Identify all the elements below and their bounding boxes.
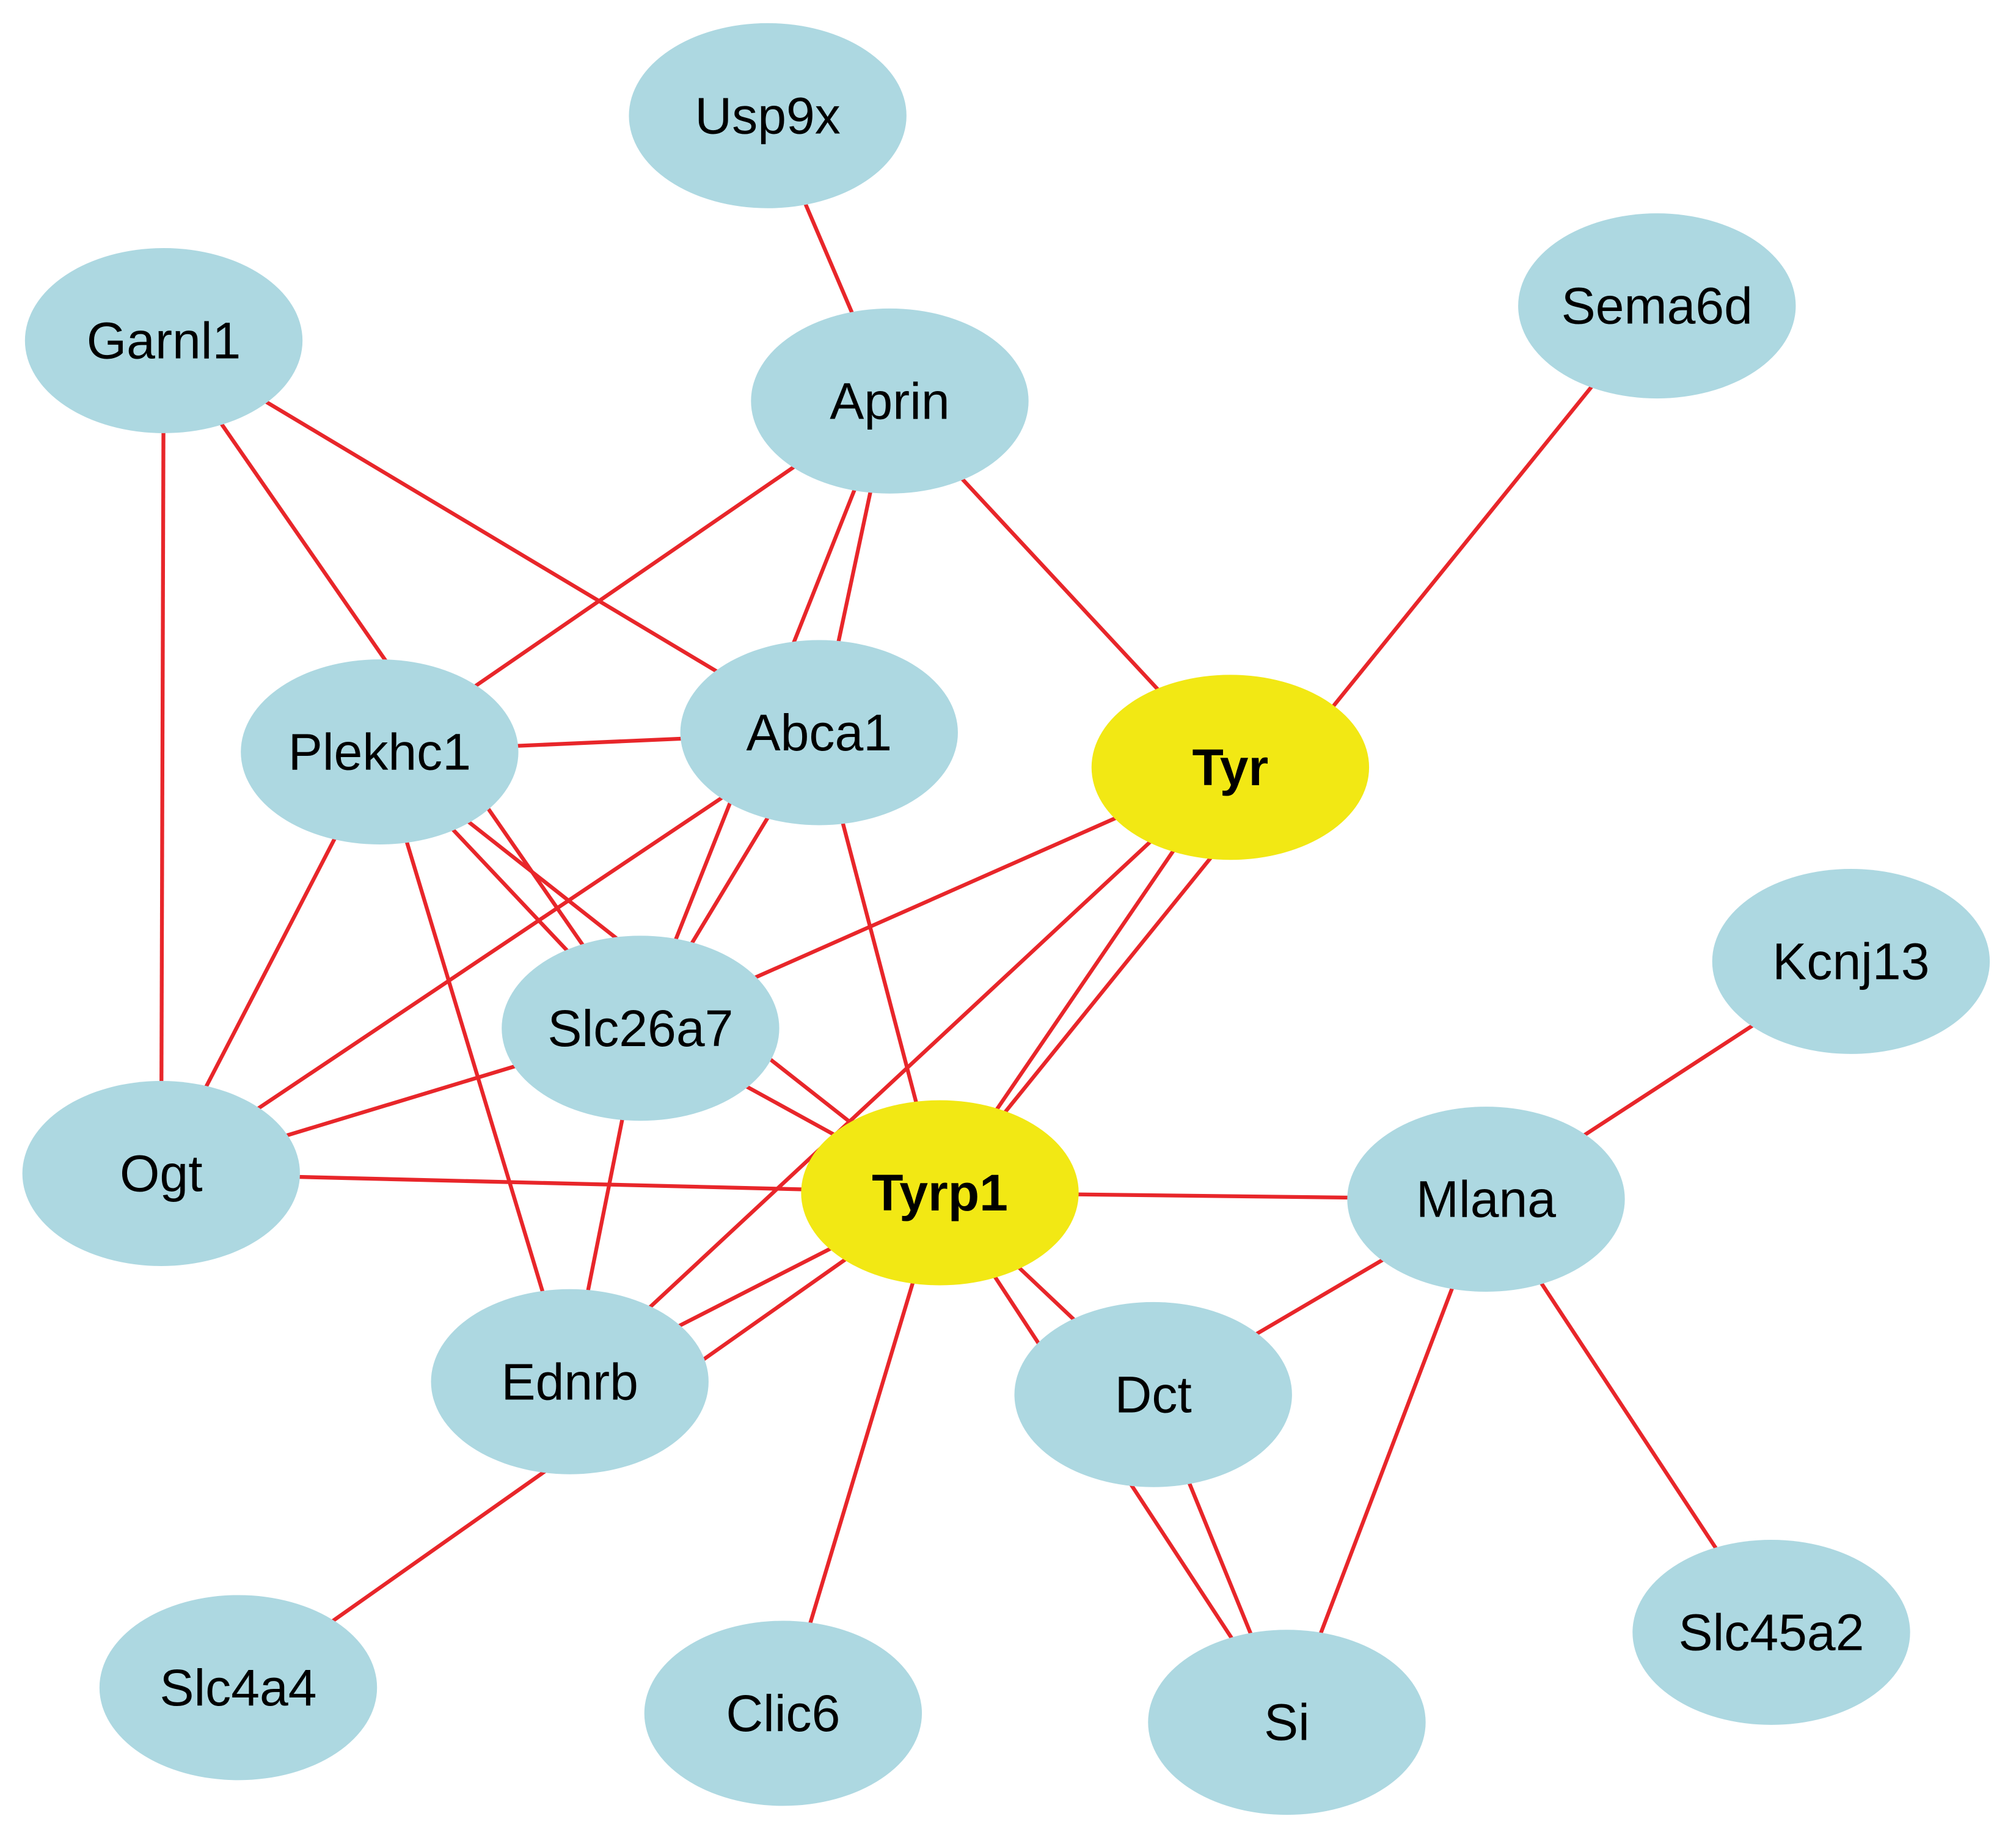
node-label: Aprin xyxy=(830,372,949,430)
node-label: Abca1 xyxy=(747,704,893,761)
node-ellipse xyxy=(22,1081,300,1266)
edge-plekhc1-ednrb xyxy=(378,751,572,1383)
node-label: Garnl1 xyxy=(87,312,241,369)
node-mlana[interactable]: Mlana xyxy=(1347,1107,1625,1292)
node-slc26a7[interactable]: Slc26a7 xyxy=(502,935,780,1121)
node-ellipse xyxy=(24,247,303,433)
node-label: Slc45a2 xyxy=(1678,1603,1864,1661)
node-si[interactable]: Si xyxy=(1148,1630,1426,1815)
edge-tyr-ednrb xyxy=(568,766,1232,1383)
node-ellipse xyxy=(1632,1539,1910,1725)
node-ellipse xyxy=(751,308,1029,494)
node-sema6d[interactable]: Sema6d xyxy=(1518,213,1796,399)
edge-garnl1-ogt xyxy=(159,340,166,1174)
edge-abca1-ogt xyxy=(160,731,820,1176)
node-ellipse xyxy=(1091,675,1370,860)
node-ellipse xyxy=(1014,1302,1292,1487)
node-label: Tyrp1 xyxy=(872,1164,1008,1221)
node-ellipse xyxy=(801,1100,1079,1286)
node-ellipse xyxy=(1518,213,1796,399)
node-label: Si xyxy=(1264,1694,1310,1751)
node-ellipse xyxy=(644,1620,922,1806)
node-tyr[interactable]: Tyr xyxy=(1091,675,1370,860)
node-garnl1[interactable]: Garnl1 xyxy=(24,247,303,433)
node-ellipse xyxy=(1712,868,1990,1054)
node-clic6[interactable]: Clic6 xyxy=(644,1620,922,1806)
node-slc45a2[interactable]: Slc45a2 xyxy=(1632,1539,1910,1725)
node-ellipse xyxy=(1148,1630,1426,1815)
node-label: Sema6d xyxy=(1561,277,1753,335)
edge-garnl1-abca1 xyxy=(163,339,820,734)
node-label: Mlana xyxy=(1416,1171,1556,1228)
node-ednrb[interactable]: Ednrb xyxy=(431,1289,709,1474)
node-dct[interactable]: Dct xyxy=(1014,1302,1292,1487)
node-ellipse xyxy=(502,935,780,1121)
node-plekhc1[interactable]: Plekhc1 xyxy=(241,659,519,844)
node-label: Dct xyxy=(1115,1366,1192,1423)
node-ellipse xyxy=(680,640,958,826)
node-label: Usp9x xyxy=(695,87,840,144)
node-ellipse xyxy=(629,23,907,208)
node-aprin[interactable]: Aprin xyxy=(751,308,1029,494)
node-label: Slc4a4 xyxy=(159,1659,316,1716)
node-slc4a4[interactable]: Slc4a4 xyxy=(99,1595,378,1781)
node-kcnj13[interactable]: Kcnj13 xyxy=(1712,868,1990,1054)
node-label: Clic6 xyxy=(726,1685,840,1742)
node-tyrp1[interactable]: Tyrp1 xyxy=(801,1100,1079,1286)
node-ellipse xyxy=(241,659,519,844)
node-label: Slc26a7 xyxy=(547,1000,733,1057)
node-ellipse xyxy=(1347,1107,1625,1292)
node-usp9x[interactable]: Usp9x xyxy=(629,23,907,208)
node-label: Kcnj13 xyxy=(1772,932,1929,990)
node-ellipse xyxy=(431,1289,709,1474)
node-label: Plekhc1 xyxy=(288,723,471,781)
node-label: Ogt xyxy=(120,1144,203,1202)
node-ellipse xyxy=(99,1595,378,1781)
node-abca1[interactable]: Abca1 xyxy=(680,640,958,826)
node-label: Tyr xyxy=(1192,739,1269,796)
node-ogt[interactable]: Ogt xyxy=(22,1081,300,1266)
node-label: Ednrb xyxy=(501,1353,638,1410)
